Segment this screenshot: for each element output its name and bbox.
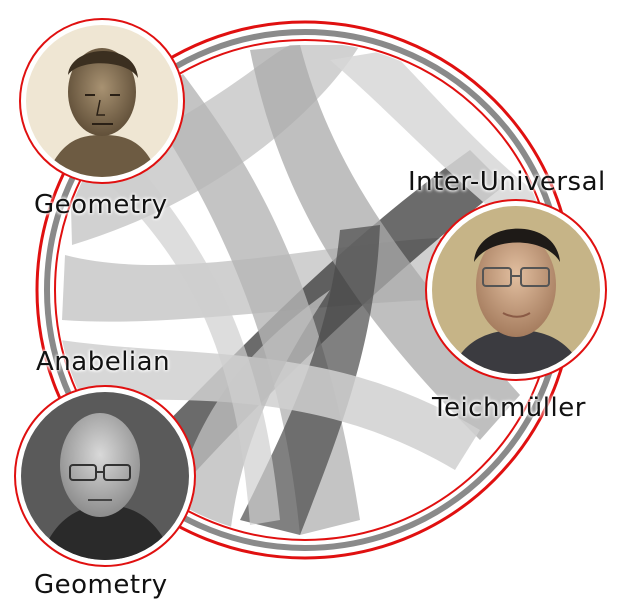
- portrait-glasses-man: [425, 199, 607, 381]
- label-teichmuller: Teichmüller: [432, 393, 586, 423]
- label-geometry-top: Geometry: [34, 190, 168, 220]
- portrait-classical-bust: [19, 18, 185, 184]
- chord-band: [62, 236, 548, 322]
- chord-band: [330, 50, 545, 250]
- chord-band: [60, 340, 480, 470]
- portrait-bald-man: [14, 385, 196, 567]
- label-inter-universal: Inter-Universal: [408, 167, 606, 197]
- label-anabelian: Anabelian: [36, 347, 171, 377]
- label-geometry-bottom: Geometry: [34, 570, 168, 600]
